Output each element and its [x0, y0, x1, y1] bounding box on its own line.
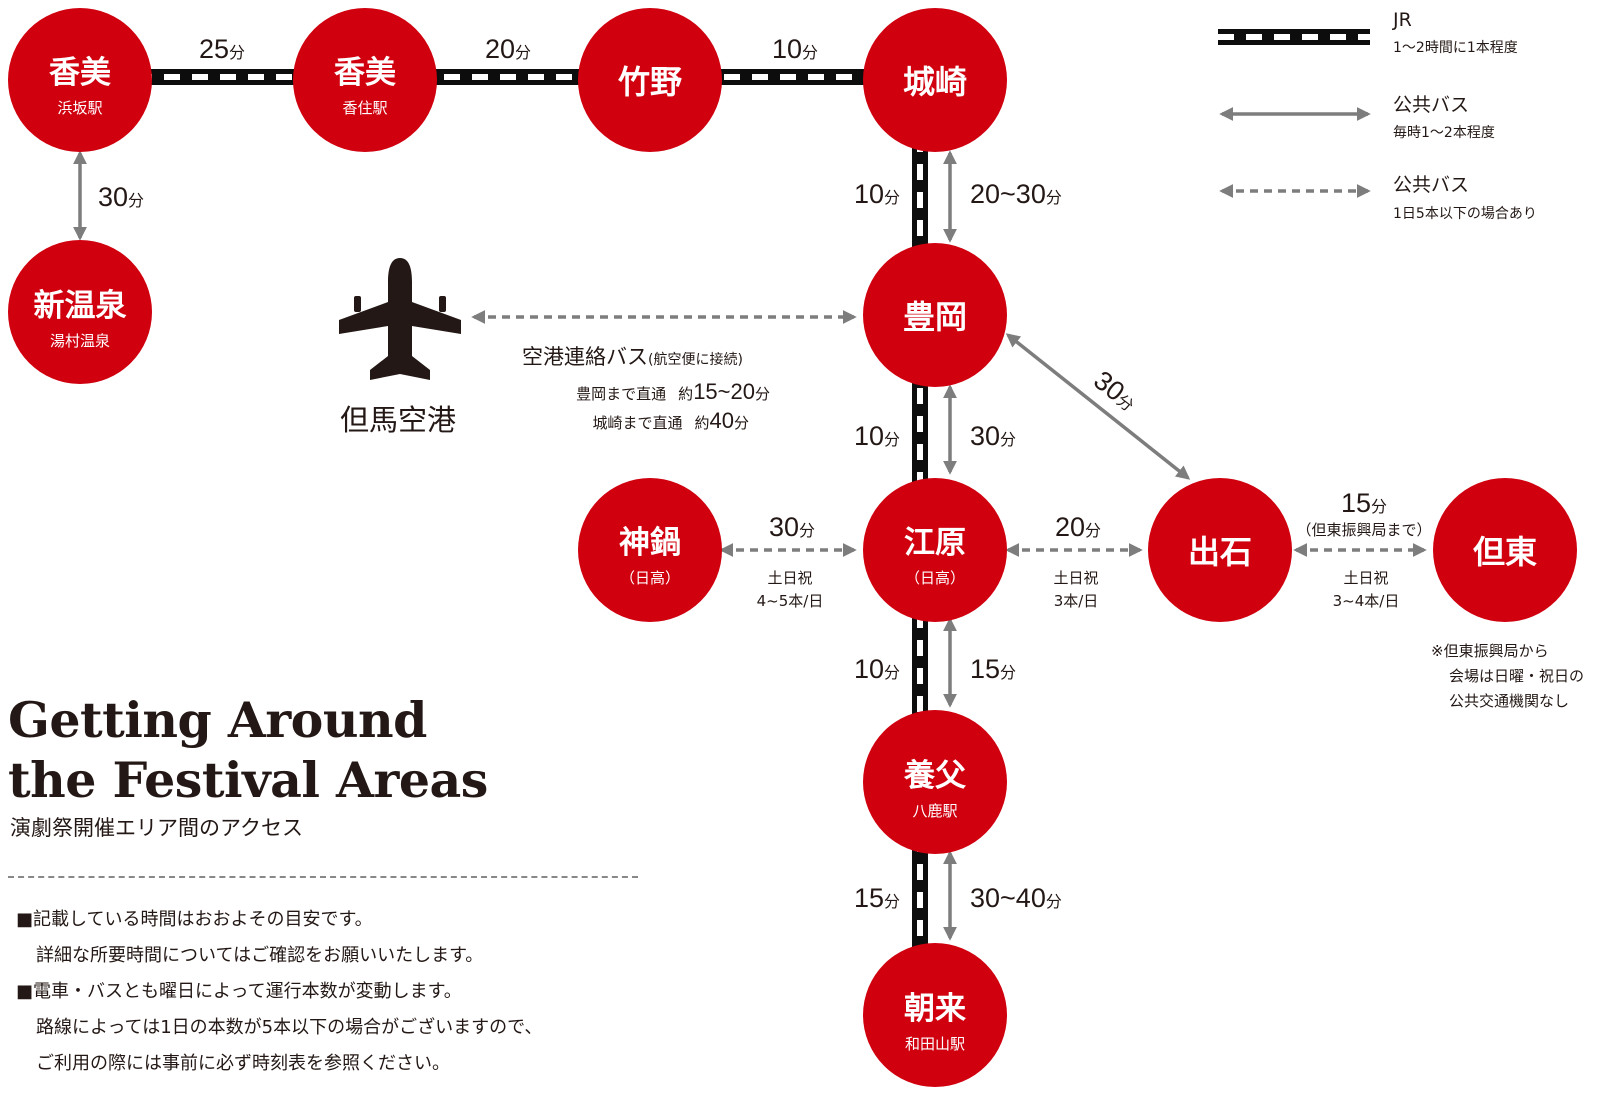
ebara-izushi-freq: 3本/日	[1054, 592, 1099, 610]
legend-jr-sub: 1〜2時間に1本程度	[1393, 40, 1518, 56]
kannabe-ebara-freq: 4~5本/日	[757, 592, 824, 610]
station-sub: 香住駅	[342, 99, 387, 117]
legend: JR 1〜2時間に1本程度 公共バス 毎時1〜2本程度 公共バス 1日5本以下の…	[1218, 9, 1537, 222]
station-name: 香美	[49, 55, 111, 91]
bus-connections	[73, 150, 1427, 941]
station-sub: （日高）	[620, 569, 680, 587]
time-hamasaka-shinonsen: 30分	[98, 182, 144, 212]
time-toyooka-ebara-jr: 10分	[854, 421, 900, 451]
note-line: ■記載している時間はおおよその目安です。	[16, 909, 373, 930]
note-line: 詳細な所要時間についてはご確認をお願いいたします。	[36, 945, 484, 966]
notes: ■記載している時間はおおよその目安です。 詳細な所要時間についてはご確認をお願い…	[16, 902, 656, 1082]
station-tanto: 但東	[1433, 478, 1577, 622]
station-name: 城崎	[903, 63, 967, 101]
time-kinosaki-toyooka-jr: 10分	[854, 179, 900, 209]
jr-lines	[80, 69, 928, 1030]
izushi-tanto-days: 土日祝	[1343, 569, 1388, 587]
airport-name: 但馬空港	[340, 403, 456, 437]
time-toyooka-izushi: 30分	[1088, 365, 1143, 417]
station-name: 新温泉	[34, 288, 127, 324]
kannabe-ebara-days: 土日祝	[767, 569, 812, 587]
station-toyooka: 豊岡	[863, 243, 1007, 387]
airport-bus-line2: 城崎まで直通約40分	[592, 408, 749, 433]
time-takeno-kinosaki: 10分	[772, 34, 818, 64]
izushi-tanto-via: （但東振興局まで）	[1296, 521, 1431, 539]
station-asago: 朝来 和田山駅	[863, 943, 1007, 1087]
time-kinosaki-toyooka-bus: 20~30分	[970, 179, 1062, 209]
tanto-note-line1: ※但東振興局から	[1431, 642, 1549, 660]
station-name: 但東	[1473, 533, 1537, 571]
station-name: 豊岡	[903, 298, 967, 336]
time-hamasaka-kasumi: 25分	[199, 34, 245, 64]
station-kasumi-hamasaka: 香美 浜坂駅	[8, 8, 152, 152]
legend-bus-sub: 毎時1〜2本程度	[1393, 125, 1495, 141]
tanto-note-line3: 公共交通機関なし	[1449, 692, 1569, 710]
page-title: Getting Around the Festival Areas	[8, 690, 488, 810]
time-yabu-asago-bus: 30~40分	[970, 883, 1062, 913]
time-yabu-asago-jr: 15分	[854, 883, 900, 913]
time-ebara-izushi: 20分	[1055, 512, 1101, 542]
stations: 香美 浜坂駅 香美 香住駅 竹野 城崎 新温泉 湯村温泉 豊岡 神鍋 （日高	[8, 8, 1577, 1087]
legend-bus2-sub: 1日5本以下の場合あり	[1393, 206, 1537, 222]
title-line-2: the Festival Areas	[8, 751, 488, 809]
station-takeno: 竹野	[578, 8, 722, 152]
time-izushi-tanto: 15分	[1341, 488, 1387, 518]
station-izushi: 出石	[1148, 478, 1292, 622]
station-sub: 和田山駅	[905, 1035, 965, 1053]
bus-line-toyooka-izushi	[1005, 333, 1191, 480]
station-name: 竹野	[618, 63, 682, 101]
station-yabu: 養父 八鹿駅	[863, 710, 1007, 854]
station-sub: （日高）	[905, 569, 965, 587]
page-subtitle: 演劇祭開催エリア間のアクセス	[10, 816, 303, 840]
time-kannabe-ebara: 30分	[769, 512, 815, 542]
station-name: 江原	[904, 525, 966, 561]
time-ebara-yabu-jr: 10分	[854, 654, 900, 684]
time-toyooka-ebara-bus: 30分	[970, 421, 1016, 451]
note-line: 路線によっては1日の本数が5本以下の場合がございますので、	[36, 1017, 543, 1038]
station-name: 神鍋	[619, 525, 681, 561]
schedule-notes: 土日祝 4~5本/日 土日祝 3本/日 （但東振興局まで） 土日祝 3~4本/日…	[757, 521, 1584, 710]
airport-bus-title: 空港連絡バス(航空便に接続)	[522, 345, 743, 369]
station-sub: 八鹿駅	[912, 802, 957, 820]
ebara-izushi-days: 土日祝	[1053, 569, 1098, 587]
legend-bus-title: 公共バス	[1393, 94, 1469, 116]
station-name: 養父	[903, 758, 966, 794]
note-line: ご利用の際には事前に必ず時刻表を参照ください。	[36, 1053, 450, 1074]
legend-jr-title: JR	[1392, 9, 1412, 31]
legend-bus2-title: 公共バス	[1393, 174, 1469, 196]
time-kasumi-takeno: 20分	[485, 34, 531, 64]
station-kasumi-kasumi: 香美 香住駅	[293, 8, 437, 152]
airport-bus-line1: 豊岡まで直通約15~20分	[576, 379, 770, 404]
station-name: 香美	[334, 55, 396, 91]
divider	[8, 876, 638, 878]
airplane-icon	[339, 258, 461, 380]
station-name: 朝来	[904, 991, 966, 1027]
note-line: ■電車・バスとも曜日によって運行本数が変動します。	[16, 981, 462, 1002]
station-ebara: 江原 （日高）	[863, 478, 1007, 622]
station-sub: 浜坂駅	[57, 99, 102, 117]
time-ebara-yabu-bus: 15分	[970, 654, 1016, 684]
station-shinonsen: 新温泉 湯村温泉	[8, 240, 152, 384]
station-kannabe: 神鍋 （日高）	[578, 478, 722, 622]
station-sub: 湯村温泉	[50, 332, 110, 350]
title-line-1: Getting Around	[8, 691, 427, 749]
station-kinosaki: 城崎	[863, 8, 1007, 152]
izushi-tanto-freq: 3~4本/日	[1333, 592, 1400, 610]
station-name: 出石	[1188, 533, 1252, 571]
tanto-note-line2: 会場は日曜・祝日の	[1449, 667, 1584, 685]
airport: 但馬空港 空港連絡バス(航空便に接続) 豊岡まで直通約15~20分 城崎まで直通…	[339, 258, 770, 437]
